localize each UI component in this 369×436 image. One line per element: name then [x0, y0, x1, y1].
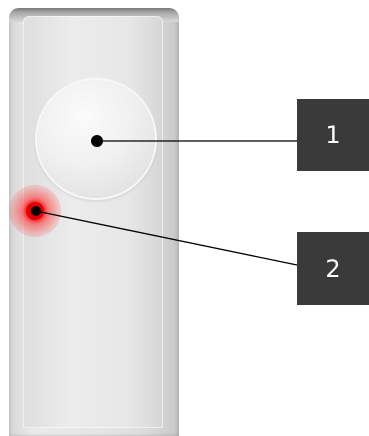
callout-2-label: 2	[325, 254, 341, 283]
callout-1: 1	[297, 99, 369, 171]
leader-dot-2	[31, 206, 41, 216]
leader-dot-1	[91, 135, 103, 147]
leader-line-2	[35, 210, 298, 266]
callout-2: 2	[297, 232, 369, 305]
callout-1-label: 1	[325, 121, 341, 149]
